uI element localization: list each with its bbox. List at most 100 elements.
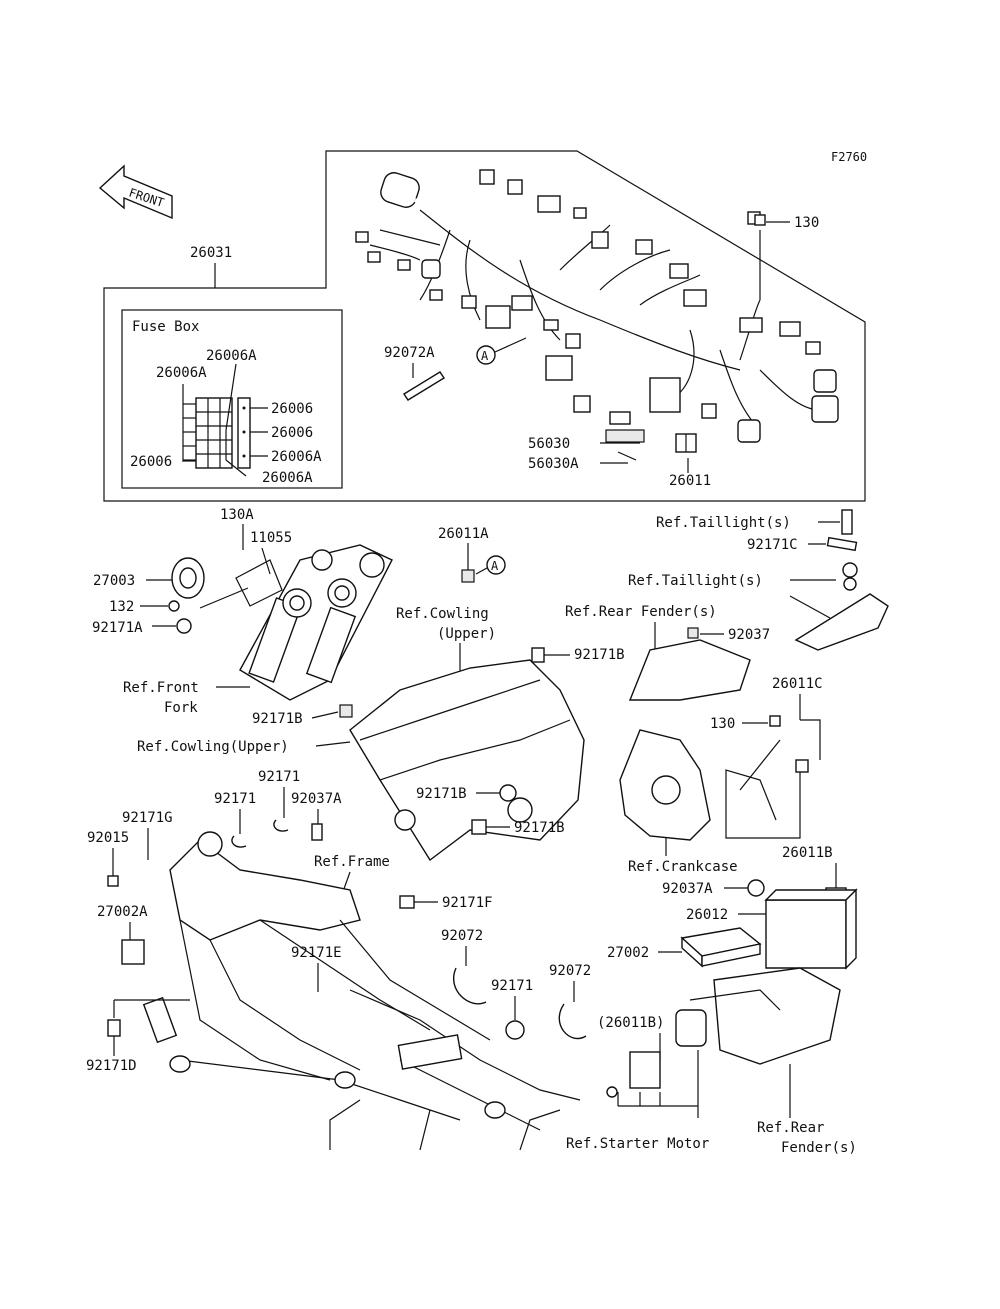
fuse-box-title: Fuse Box <box>132 319 199 335</box>
label-56030A: 56030A <box>528 456 579 472</box>
label-92171D: 92171D <box>86 1058 137 1074</box>
clip-92171B-4-icon <box>471 819 487 835</box>
grommet-92037A-icon <box>747 879 765 897</box>
label-92171B-2: 92171B <box>252 711 303 727</box>
label-92171B-3: 92171B <box>416 786 467 802</box>
label-92171-1: 92171 <box>258 769 300 785</box>
battery-case-drawing <box>689 967 841 1065</box>
crankcase-drawing <box>619 729 711 841</box>
fuse-box-icon <box>182 363 251 477</box>
label-ref-rear-fender-1: Ref.Rear Fender(s) <box>565 604 717 620</box>
label-ref-cowling-upper-3: Ref.Cowling(Upper) <box>137 739 289 755</box>
front-fork-drawing <box>199 544 393 701</box>
frame-drawing <box>142 831 581 1151</box>
clips-92171-icon <box>231 819 323 848</box>
rear-fender-drawing <box>628 627 751 701</box>
label-92072-1: 92072 <box>441 928 483 944</box>
label-ref-cowling-upper-2: (Upper) <box>437 626 496 642</box>
label-11055: 11055 <box>250 530 292 546</box>
front-arrow-icon: FRONT <box>98 164 173 220</box>
label-92037A-right: 92037A <box>662 881 713 897</box>
tape-icon <box>605 429 645 461</box>
label-130A: 130A <box>220 507 254 523</box>
label-92171C: 92171C <box>747 537 798 553</box>
label-ref-rear-fender-2a: Ref.Rear <box>757 1120 824 1136</box>
label-92072-2: 92072 <box>549 963 591 979</box>
label-ref-taillight-2: Ref.Taillight(s) <box>628 573 763 589</box>
leader-92171D-bracket <box>113 999 190 1018</box>
battery-icon <box>764 888 858 970</box>
label-fb-26006A-4: 26006A <box>262 470 313 486</box>
label-fb-26006A-3: 26006A <box>271 449 322 465</box>
label-92037: 92037 <box>728 627 770 643</box>
label-92171-3: 92171 <box>491 978 533 994</box>
label-92171E: 92171E <box>291 945 342 961</box>
horn-icon <box>171 557 205 599</box>
cable-tie-2-icon <box>558 1003 587 1039</box>
label-ref-front-fork-2: Fork <box>164 700 198 716</box>
svg-text:A: A <box>481 349 489 363</box>
clip-92171B-1-icon <box>531 647 545 663</box>
leader-ref-cowling-upper-3 <box>315 741 351 747</box>
label-92171A: 92171A <box>92 620 143 636</box>
screw-icon <box>841 509 853 535</box>
label-26011: 26011 <box>669 473 711 489</box>
connector-26011A-icon <box>461 569 475 583</box>
label-130-top: 130 <box>794 215 819 231</box>
label-fb-26006-2: 26006 <box>271 425 313 441</box>
label-26012: 26012 <box>686 907 728 923</box>
callout-a-top: A <box>476 337 527 365</box>
cable-tie-1-icon <box>453 967 487 1005</box>
label-27002: 27002 <box>607 945 649 961</box>
starter-relay-icon <box>606 1009 707 1098</box>
label-26011A: 26011A <box>438 526 489 542</box>
nut-icon <box>168 600 180 612</box>
label-fb-26006A-1: 26006A <box>206 348 257 364</box>
label-92037A-left: 92037A <box>291 791 342 807</box>
label-92171-2: 92171 <box>214 791 256 807</box>
clamp-icon <box>176 618 192 634</box>
label-ref-starter-motor: Ref.Starter Motor <box>566 1136 709 1152</box>
leader-ref-starter-motor <box>617 1050 699 1118</box>
ground-cable-drawing <box>725 715 821 839</box>
cable-tie-icon <box>403 371 445 401</box>
band-icon <box>826 536 858 552</box>
connector-26011-icon <box>675 433 697 453</box>
label-132: 132 <box>109 599 134 615</box>
label-ref-crankcase: Ref.Crankcase <box>628 859 738 875</box>
label-92171B-4: 92171B <box>514 820 565 836</box>
label-92171B-1: 92171B <box>574 647 625 663</box>
leader-11055 <box>261 547 271 575</box>
label-92072A: 92072A <box>384 345 435 361</box>
label-fb-26006A-2: 26006A <box>156 365 207 381</box>
label-27002A: 27002A <box>97 904 148 920</box>
label-fb-26006-3: 26006 <box>130 454 172 470</box>
taillight-drawing <box>789 562 889 651</box>
figure-code: F2760 <box>831 150 867 164</box>
grommet-92171-icon <box>505 1020 525 1040</box>
bolt-92015-icon <box>107 875 119 887</box>
fuse-box-inset <box>121 309 343 489</box>
bolt-icon <box>754 214 766 226</box>
label-fb-26006-1: 26006 <box>271 401 313 417</box>
label-26011B: 26011B <box>782 845 833 861</box>
label-ref-frame: Ref.Frame <box>314 854 390 870</box>
label-92171F: 92171F <box>442 895 493 911</box>
label-27003: 27003 <box>93 573 135 589</box>
label-ref-rear-fender-2b: Fender(s) <box>781 1140 857 1156</box>
label-harness-26031: 26031 <box>190 245 232 261</box>
label-92171G: 92171G <box>122 810 173 826</box>
label-ref-front-fork-1: Ref.Front <box>123 680 199 696</box>
ecu-icon <box>680 927 762 968</box>
grommet-icon <box>499 784 517 802</box>
clip-92171F-icon <box>399 895 415 909</box>
label-ref-taillight-1: Ref.Taillight(s) <box>656 515 791 531</box>
label-130-mid: 130 <box>710 716 735 732</box>
callout-a-mid: A <box>475 555 506 575</box>
label-92015: 92015 <box>87 830 129 846</box>
svg-text:A: A <box>491 559 499 573</box>
harness-outline-frame <box>103 150 866 502</box>
clip-92171D-icon <box>107 1019 121 1037</box>
upper-cowling-drawing <box>339 659 585 862</box>
